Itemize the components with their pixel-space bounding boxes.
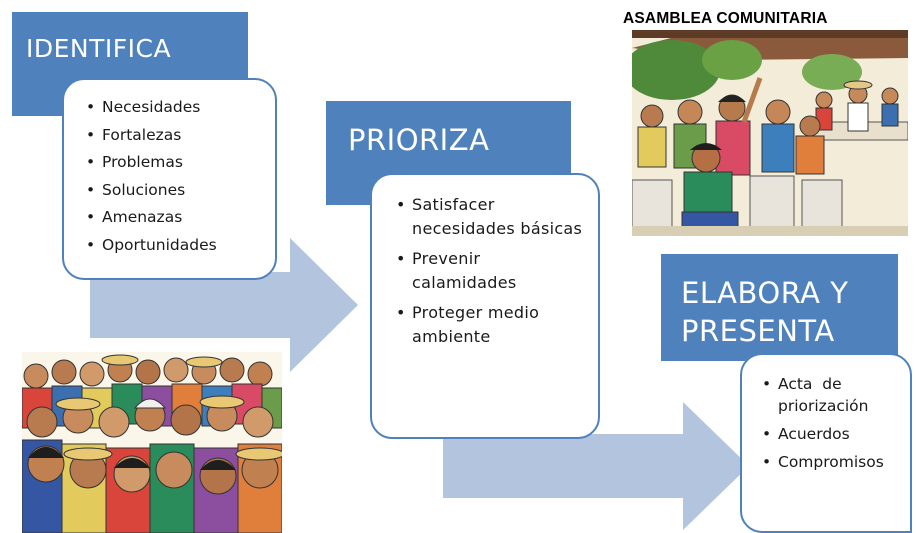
list-item: Proteger medio ambiente [396,301,588,349]
step-elabora-list: Acta de priorización Acuerdos Compromiso… [740,353,912,533]
list-item: Compromisos [762,451,906,473]
list-item: Necesidades [86,94,267,122]
list-item: Problemas [86,149,267,177]
step-elabora-header: ELABORA Y PRESENTA [661,254,898,361]
list-item: Fortalezas [86,122,267,150]
list-item: Soluciones [86,177,267,205]
assembly-caption: ASAMBLEA COMUNITARIA [623,10,828,27]
step-elabora-title-line1: ELABORA Y [681,276,849,310]
list-item: Amenazas [86,204,267,232]
step-prioriza-list: Satisfacer necesidades básicas Prevenir … [370,173,600,439]
flow-arrow-1 [90,238,358,372]
list-item: Satisfacer necesidades básicas [396,193,588,241]
step-identifica-list: Necesidades Fortalezas Problemas Solucio… [62,78,277,280]
list-item: Prevenir calamidades [396,247,588,295]
list-item: Oportunidades [86,232,267,260]
community-crowd-illustration [22,352,282,533]
step-elabora-title-line2: PRESENTA [681,314,835,348]
list-item: Acuerdos [762,423,906,445]
step-identifica-title: IDENTIFICA [26,34,172,63]
community-assembly-illustration [632,30,908,236]
list-item: Acta de priorización [762,373,906,417]
step-prioriza-title: PRIORIZA [348,123,490,157]
